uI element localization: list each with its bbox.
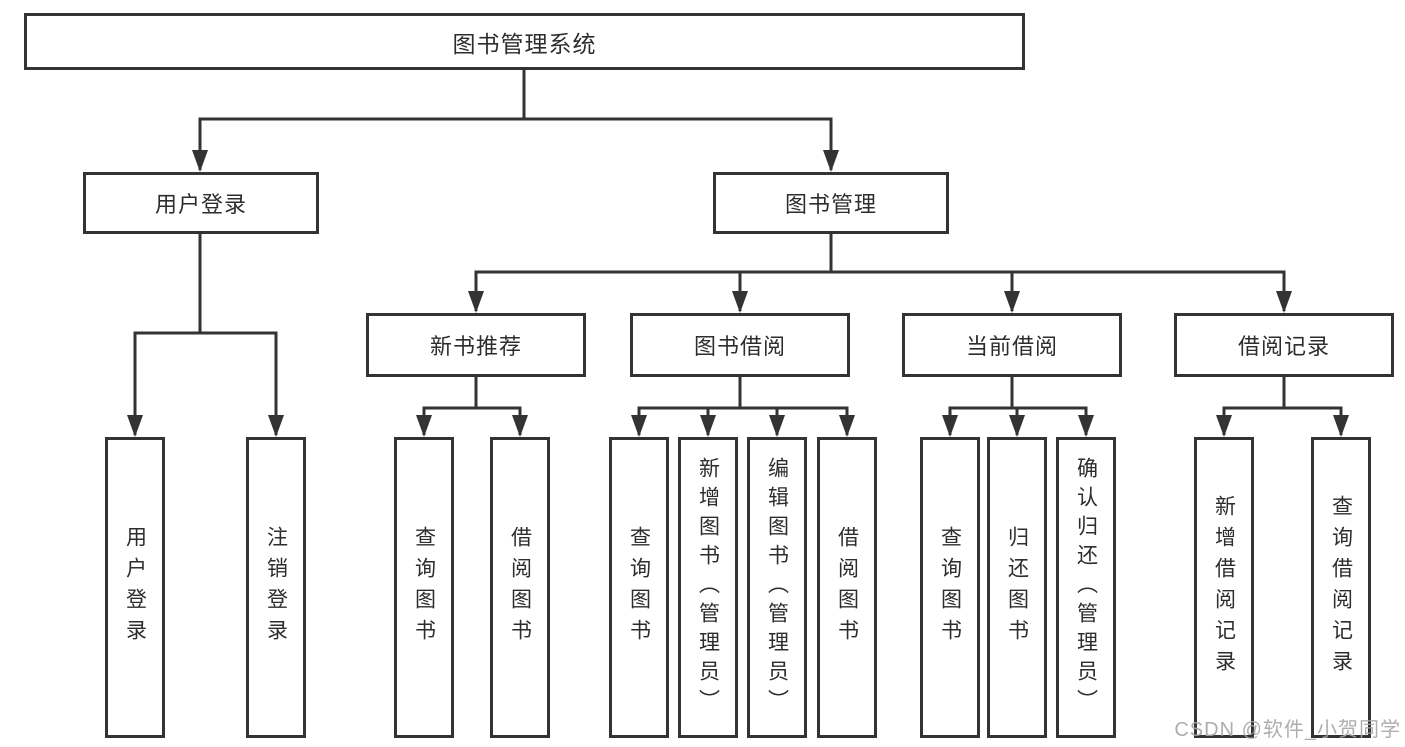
- node-label: 确认归还（管理员）: [1074, 457, 1098, 718]
- node-current-borrow: 当前借阅: [902, 313, 1122, 377]
- node-label: 查询图书: [938, 525, 962, 650]
- node-label: 当前借阅: [965, 334, 1058, 359]
- node-label: 借阅记录: [1237, 334, 1330, 359]
- node-new-book-recommend: 新书推荐: [366, 313, 586, 377]
- node-label: 新书推荐: [429, 334, 522, 359]
- leaf-add-book-admin: 新增图书（管理员）: [678, 437, 738, 738]
- leaf-return-book: 归还图书: [987, 437, 1047, 738]
- csdn-watermark: CSDN @软件_小贺同学: [1174, 719, 1401, 741]
- node-label: 借阅图书: [508, 525, 532, 650]
- node-label: 新增借阅记录: [1212, 494, 1236, 681]
- node-label: 借阅图书: [835, 525, 859, 650]
- leaf-edit-book-admin: 编辑图书（管理员）: [747, 437, 807, 738]
- node-label: 图书管理系统: [452, 30, 597, 57]
- node-book-borrow: 图书借阅: [630, 313, 850, 377]
- node-label: 查询图书: [412, 525, 436, 650]
- node-user-login-module: 用户登录: [83, 172, 319, 234]
- node-label: 用户登录: [123, 525, 147, 650]
- leaf-add-borrow-record: 新增借阅记录: [1194, 437, 1254, 738]
- node-label: 编辑图书（管理员）: [765, 457, 789, 718]
- node-label: 查询借阅记录: [1329, 494, 1353, 681]
- leaf-borrow-borrow-book: 借阅图书: [817, 437, 877, 738]
- leaf-borrow-query-book: 查询图书: [609, 437, 669, 738]
- node-label: 注销登录: [264, 525, 288, 650]
- leaf-confirm-return-admin: 确认归还（管理员）: [1056, 437, 1116, 738]
- leaf-current-query-book: 查询图书: [920, 437, 980, 738]
- leaf-query-borrow-record: 查询借阅记录: [1311, 437, 1371, 738]
- node-label: 归还图书: [1005, 525, 1029, 650]
- leaf-recommend-borrow-book: 借阅图书: [490, 437, 550, 738]
- leaf-logout: 注销登录: [246, 437, 306, 738]
- node-root: 图书管理系统: [24, 13, 1025, 70]
- node-label: 图书借阅: [693, 334, 786, 359]
- node-label: 查询图书: [627, 525, 651, 650]
- node-label: 用户登录: [154, 192, 247, 217]
- leaf-recommend-query-book: 查询图书: [394, 437, 454, 738]
- node-borrow-records: 借阅记录: [1174, 313, 1394, 377]
- node-label: 图书管理: [784, 192, 877, 217]
- leaf-user-login: 用户登录: [105, 437, 165, 738]
- node-book-management: 图书管理: [713, 172, 949, 234]
- node-label: 新增图书（管理员）: [696, 457, 720, 718]
